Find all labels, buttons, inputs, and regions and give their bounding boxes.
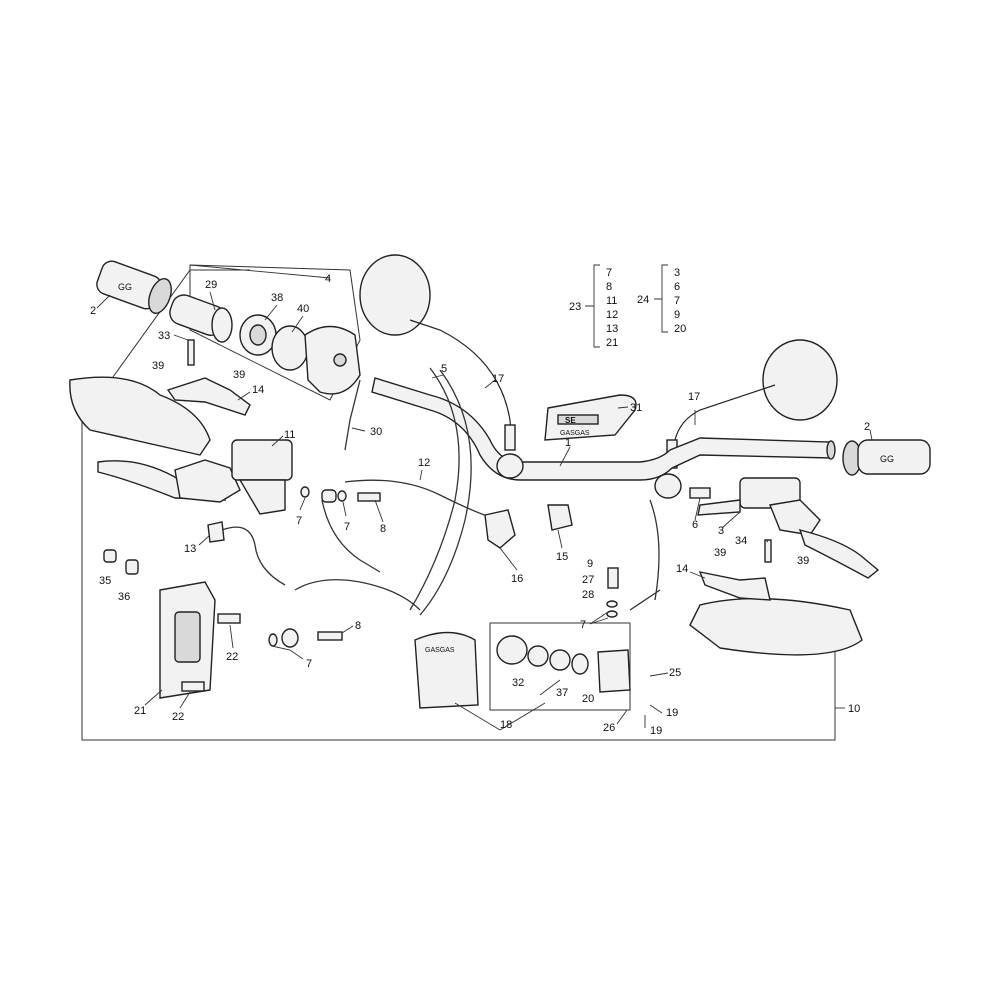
right-handguard <box>689 597 863 656</box>
callout-28: 28 <box>582 589 594 601</box>
connector-13 <box>207 521 225 543</box>
wiring-30 <box>344 379 361 451</box>
callout-26: 26 <box>603 722 615 734</box>
callout-35: 35 <box>99 575 111 587</box>
grip-pattern-right: GG <box>880 454 894 464</box>
callout-31: 31 <box>630 402 642 414</box>
callout-20: 20 <box>582 693 594 705</box>
callout-5: 5 <box>441 363 447 375</box>
callout-16: 16 <box>511 573 523 585</box>
callout-14-right: 14 <box>676 563 688 575</box>
callout-38: 38 <box>271 292 283 304</box>
callout-4: 4 <box>325 273 331 285</box>
callout-10: 10 <box>848 703 860 715</box>
left-grip: GG <box>96 260 172 314</box>
callout-39-d: 39 <box>797 555 809 567</box>
callout-18: 18 <box>500 719 512 731</box>
callout-40: 40 <box>297 303 309 315</box>
callout-22-b: 22 <box>172 711 184 723</box>
kit-24-item: 6 <box>674 281 680 293</box>
callout-7-c: 7 <box>306 658 312 670</box>
callout-27: 27 <box>582 574 594 586</box>
callout-1: 1 <box>565 437 571 449</box>
callout-14-left: 14 <box>252 384 264 396</box>
kit-23-label: 23 <box>569 301 581 313</box>
callout-25: 25 <box>669 667 681 679</box>
callout-30: 30 <box>370 426 382 438</box>
callout-37: 37 <box>556 687 568 699</box>
kit-23-item: 8 <box>606 281 612 293</box>
bar-pad: SE GASGAS <box>544 394 637 441</box>
right-master-cylinder <box>697 477 880 579</box>
kit-23-item: 11 <box>606 295 617 307</box>
rear-hose <box>629 589 661 611</box>
callout-11: 11 <box>284 429 295 441</box>
grip-pattern-left: GG <box>118 282 132 292</box>
callout-6: 6 <box>692 519 698 531</box>
callout-7-a: 7 <box>296 515 302 527</box>
kit-23-item: 12 <box>606 309 618 321</box>
rebuild-kit: GASGAS <box>414 622 631 711</box>
callout-3: 3 <box>718 525 724 537</box>
callout-12: 12 <box>418 457 430 469</box>
callout-34: 34 <box>735 535 747 547</box>
kit-23-item: 7 <box>606 267 612 279</box>
brake-caliper <box>159 581 241 699</box>
callout-19-a: 19 <box>666 707 678 719</box>
callout-8-a: 8 <box>380 523 386 535</box>
throttle-cable-5b <box>419 369 472 616</box>
left-master-cylinder <box>97 439 293 515</box>
callout-13: 13 <box>184 543 196 555</box>
left-mirror <box>359 254 516 451</box>
left-handguard <box>69 376 211 456</box>
caliper-hose <box>294 579 421 611</box>
callout-22-a: 22 <box>226 651 238 663</box>
left-handguard-bracket <box>166 377 251 416</box>
callout-8-b: 8 <box>355 620 361 632</box>
throttle-cable-5 <box>409 367 460 611</box>
callout-2-right: 2 <box>864 421 870 433</box>
callout-33: 33 <box>158 330 170 342</box>
kit-23-item: 21 <box>606 337 618 349</box>
clutch-hose <box>321 499 381 573</box>
throttle-assembly <box>169 264 361 401</box>
bar-pad-brand: GASGAS <box>560 430 590 437</box>
wire-13 <box>221 526 286 586</box>
callout-19-b: 19 <box>650 725 662 737</box>
callout-39-c: 39 <box>714 547 726 559</box>
kit-24-label: 24 <box>637 294 649 306</box>
pouch-logo: GASGAS <box>425 647 455 654</box>
handlebar <box>371 377 836 499</box>
kit-24-item: 9 <box>674 309 680 321</box>
callout-39-b: 39 <box>233 369 245 381</box>
callout-7-b: 7 <box>344 521 350 533</box>
right-cable <box>649 499 660 601</box>
callout-39-a: 39 <box>152 360 164 372</box>
switch-16 <box>484 509 516 549</box>
small-hardware <box>103 339 772 648</box>
switch-15 <box>547 504 573 531</box>
callout-36: 36 <box>118 591 130 603</box>
kit-brackets <box>585 264 668 348</box>
right-handguard-bracket <box>698 571 771 601</box>
callout-17-left: 17 <box>492 373 504 385</box>
callout-21: 21 <box>134 705 146 717</box>
kit-23-item: 13 <box>606 323 618 335</box>
bar-pad-logo: SE <box>565 416 576 425</box>
callout-17-right: 17 <box>688 391 700 403</box>
callout-29: 29 <box>205 279 217 291</box>
callout-15: 15 <box>556 551 568 563</box>
kit-24-item: 20 <box>674 323 686 335</box>
callout-9: 9 <box>587 558 593 570</box>
kit-lists: 23 7 8 11 12 13 21 24 3 6 7 9 20 <box>569 267 686 349</box>
callout-2-left: 2 <box>90 305 96 317</box>
kit-24-item: 3 <box>674 267 680 279</box>
leader-lines <box>96 264 873 731</box>
callout-7-d: 7 <box>580 619 586 631</box>
right-grip: GG <box>842 439 931 476</box>
kit-24-item: 7 <box>674 295 680 307</box>
callout-32: 32 <box>512 677 524 689</box>
